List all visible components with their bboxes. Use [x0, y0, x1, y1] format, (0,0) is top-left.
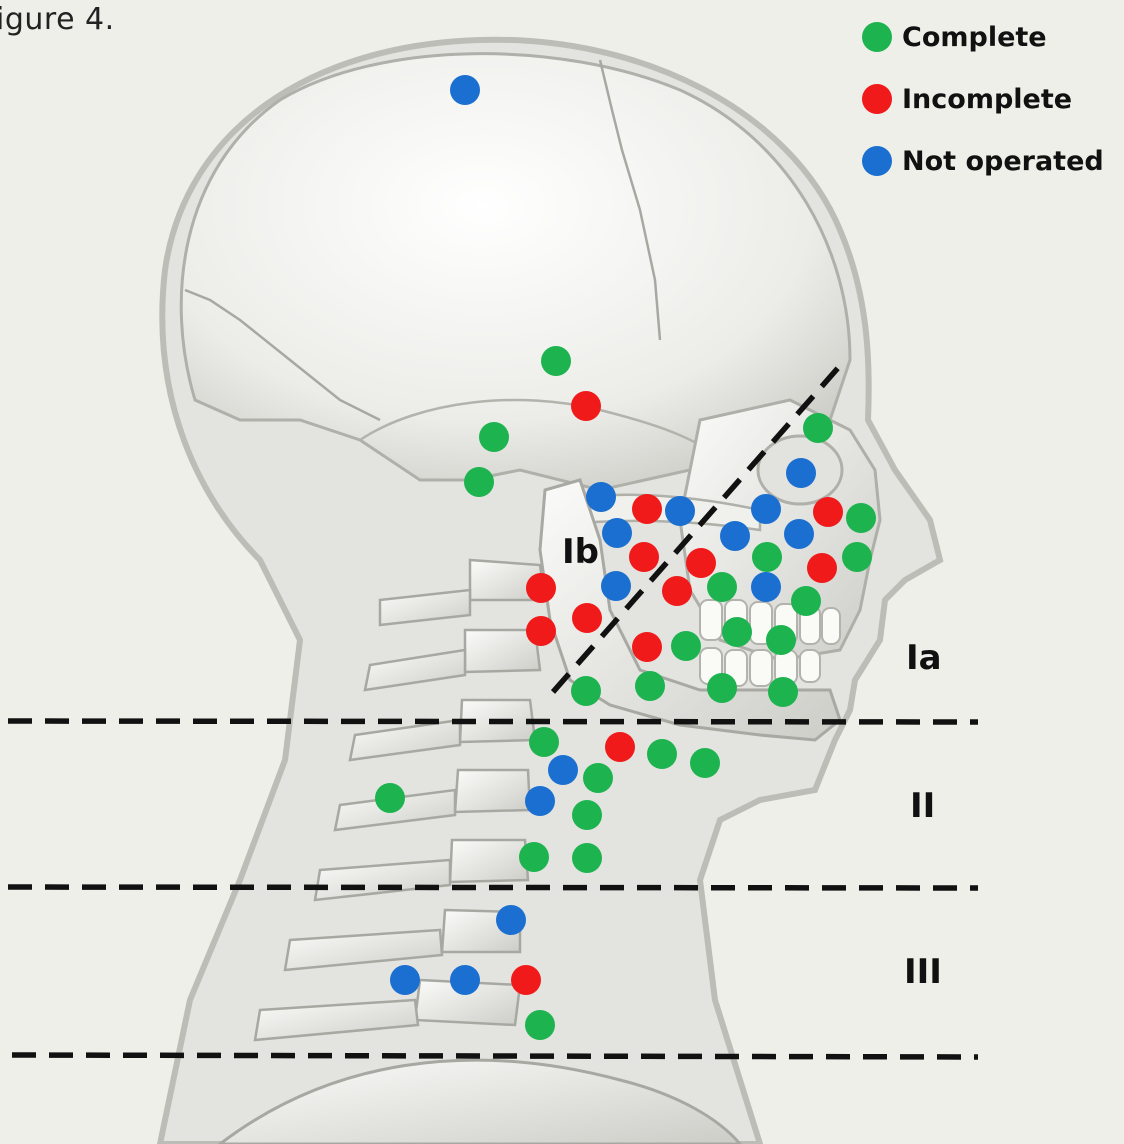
node-point-complete — [707, 673, 737, 703]
node-point-complete — [541, 346, 571, 376]
zone-label-ib: Ib — [562, 532, 599, 572]
node-point-not-operated — [390, 965, 420, 995]
node-point-incomplete — [526, 573, 556, 603]
node-point-complete — [846, 503, 876, 533]
legend: Complete Incomplete Not operated — [862, 6, 1104, 192]
node-point-complete — [525, 1010, 555, 1040]
divider-iii-bottom — [12, 1055, 978, 1057]
node-point-not-operated — [720, 521, 750, 551]
legend-dot-not-operated — [862, 146, 892, 176]
legend-dot-complete — [862, 22, 892, 52]
node-point-complete — [529, 727, 559, 757]
node-point-complete — [842, 542, 872, 572]
node-point-incomplete — [629, 542, 659, 572]
node-point-complete — [803, 413, 833, 443]
legend-label-not-operated: Not operated — [902, 146, 1104, 177]
node-point-not-operated — [784, 519, 814, 549]
divider-i-ii — [8, 721, 978, 722]
node-point-incomplete — [605, 732, 635, 762]
divider-ii-iii — [8, 887, 978, 888]
node-point-incomplete — [662, 576, 692, 606]
node-point-complete — [479, 422, 509, 452]
node-point-complete — [572, 843, 602, 873]
node-point-not-operated — [751, 572, 781, 602]
node-point-incomplete — [632, 632, 662, 662]
legend-dot-incomplete — [862, 84, 892, 114]
node-point-complete — [464, 467, 494, 497]
node-point-incomplete — [526, 616, 556, 646]
node-point-not-operated — [602, 518, 632, 548]
node-point-not-operated — [525, 786, 555, 816]
legend-item-not-operated: Not operated — [862, 130, 1104, 192]
node-point-not-operated — [450, 75, 480, 105]
node-point-not-operated — [751, 494, 781, 524]
node-point-incomplete — [807, 553, 837, 583]
figure-title: igure 4. — [0, 2, 115, 37]
zone-label-iii: III — [904, 952, 942, 992]
node-point-complete — [768, 677, 798, 707]
legend-label-incomplete: Incomplete — [902, 84, 1072, 115]
node-point-not-operated — [601, 571, 631, 601]
node-point-complete — [791, 586, 821, 616]
node-point-not-operated — [496, 905, 526, 935]
node-point-incomplete — [686, 548, 716, 578]
node-point-incomplete — [511, 965, 541, 995]
node-point-not-operated — [665, 496, 695, 526]
node-point-not-operated — [450, 965, 480, 995]
node-point-complete — [635, 671, 665, 701]
node-point-complete — [572, 800, 602, 830]
node-point-complete — [766, 625, 796, 655]
node-point-complete — [690, 748, 720, 778]
zone-label-ii: II — [910, 786, 935, 826]
node-point-complete — [722, 617, 752, 647]
node-point-incomplete — [632, 494, 662, 524]
legend-item-incomplete: Incomplete — [862, 68, 1104, 130]
node-point-complete — [647, 739, 677, 769]
node-point-incomplete — [813, 497, 843, 527]
node-point-complete — [375, 783, 405, 813]
node-point-complete — [519, 842, 549, 872]
legend-label-complete: Complete — [902, 22, 1047, 53]
legend-item-complete: Complete — [862, 6, 1104, 68]
node-point-incomplete — [571, 391, 601, 421]
node-point-complete — [707, 572, 737, 602]
node-point-complete — [752, 542, 782, 572]
node-point-complete — [571, 676, 601, 706]
node-point-not-operated — [548, 755, 578, 785]
node-point-incomplete — [572, 603, 602, 633]
zone-label-ia: Ia — [906, 638, 942, 678]
node-point-not-operated — [586, 482, 616, 512]
node-point-complete — [671, 631, 701, 661]
node-point-complete — [583, 763, 613, 793]
node-point-not-operated — [786, 458, 816, 488]
